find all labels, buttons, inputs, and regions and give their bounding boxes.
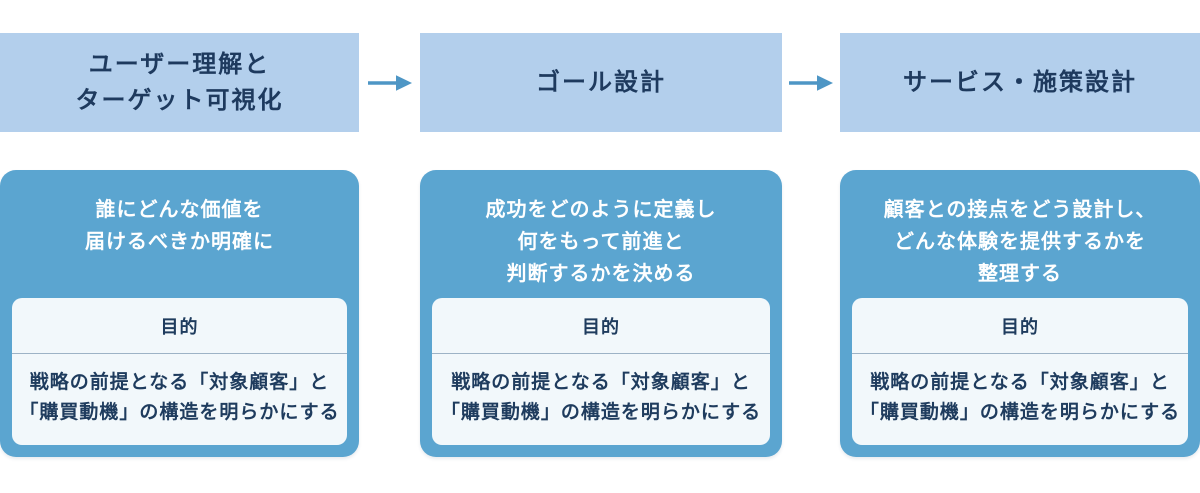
- purpose-text: 戦略の前提となる「対象顧客」と 「購買動機」の構造を明らかにする: [19, 372, 340, 423]
- stage-card-goal-design: 成功をどのように定義し 何をもって前進と 判断するかを決める 目的 戦略の前提と…: [420, 170, 782, 457]
- purpose-divider: [12, 353, 347, 355]
- arrow-cell-2: [782, 33, 840, 132]
- arrow-right-icon: [367, 74, 412, 91]
- diagram-grid: ユーザー理解と ターゲット可視化 ゴール設計 サービス・施策設計 誰にどんな価値…: [0, 33, 1200, 457]
- stage-header-label: ユーザー理解と ターゲット可視化: [75, 50, 284, 114]
- purpose-title-label: 目的: [1001, 317, 1039, 338]
- purpose-card: 目的 戦略の前提となる「対象顧客」と 「購買動機」の構造を明らかにする: [12, 298, 347, 445]
- purpose-text: 戦略の前提となる「対象顧客」と 「購買動機」の構造を明らかにする: [859, 372, 1181, 423]
- purpose-divider: [852, 353, 1188, 355]
- arrow-right-icon: [789, 74, 833, 91]
- purpose-divider: [432, 353, 770, 355]
- purpose-title-label: 目的: [160, 317, 199, 338]
- purpose-card: 目的 戦略の前提となる「対象顧客」と 「購買動機」の構造を明らかにする: [852, 298, 1188, 445]
- stage-header-goal-design: ゴール設計: [420, 33, 782, 132]
- stage-card-user-understanding: 誰にどんな価値を 届けるべきか明確に 目的 戦略の前提となる「対象顧客」と 「購…: [0, 170, 359, 457]
- stage-header-user-understanding: ユーザー理解と ターゲット可視化: [0, 33, 359, 132]
- stage-summary-text: 誰にどんな価値を 届けるべきか明確に: [85, 199, 274, 253]
- stage-header-service-design: サービス・施策設計: [840, 33, 1200, 132]
- purpose-card: 目的 戦略の前提となる「対象顧客」と 「購買動機」の構造を明らかにする: [432, 298, 770, 445]
- stage-header-label: サービス・施策設計: [903, 68, 1137, 96]
- purpose-text: 戦略の前提となる「対象顧客」と 「購買動機」の構造を明らかにする: [440, 372, 762, 423]
- arrow-cell-1: [359, 33, 420, 132]
- stage-card-service-design: 顧客との接点をどう設計し、 どんな体験を提供するかを 整理する 目的 戦略の前提…: [840, 170, 1200, 457]
- purpose-title-label: 目的: [582, 317, 620, 338]
- stage-summary-text: 顧客との接点をどう設計し、 どんな体験を提供するかを 整理する: [883, 199, 1157, 285]
- stage-summary-text: 成功をどのように定義し 何をもって前進と 判断するかを決める: [485, 199, 717, 285]
- stage-header-label: ゴール設計: [536, 68, 666, 96]
